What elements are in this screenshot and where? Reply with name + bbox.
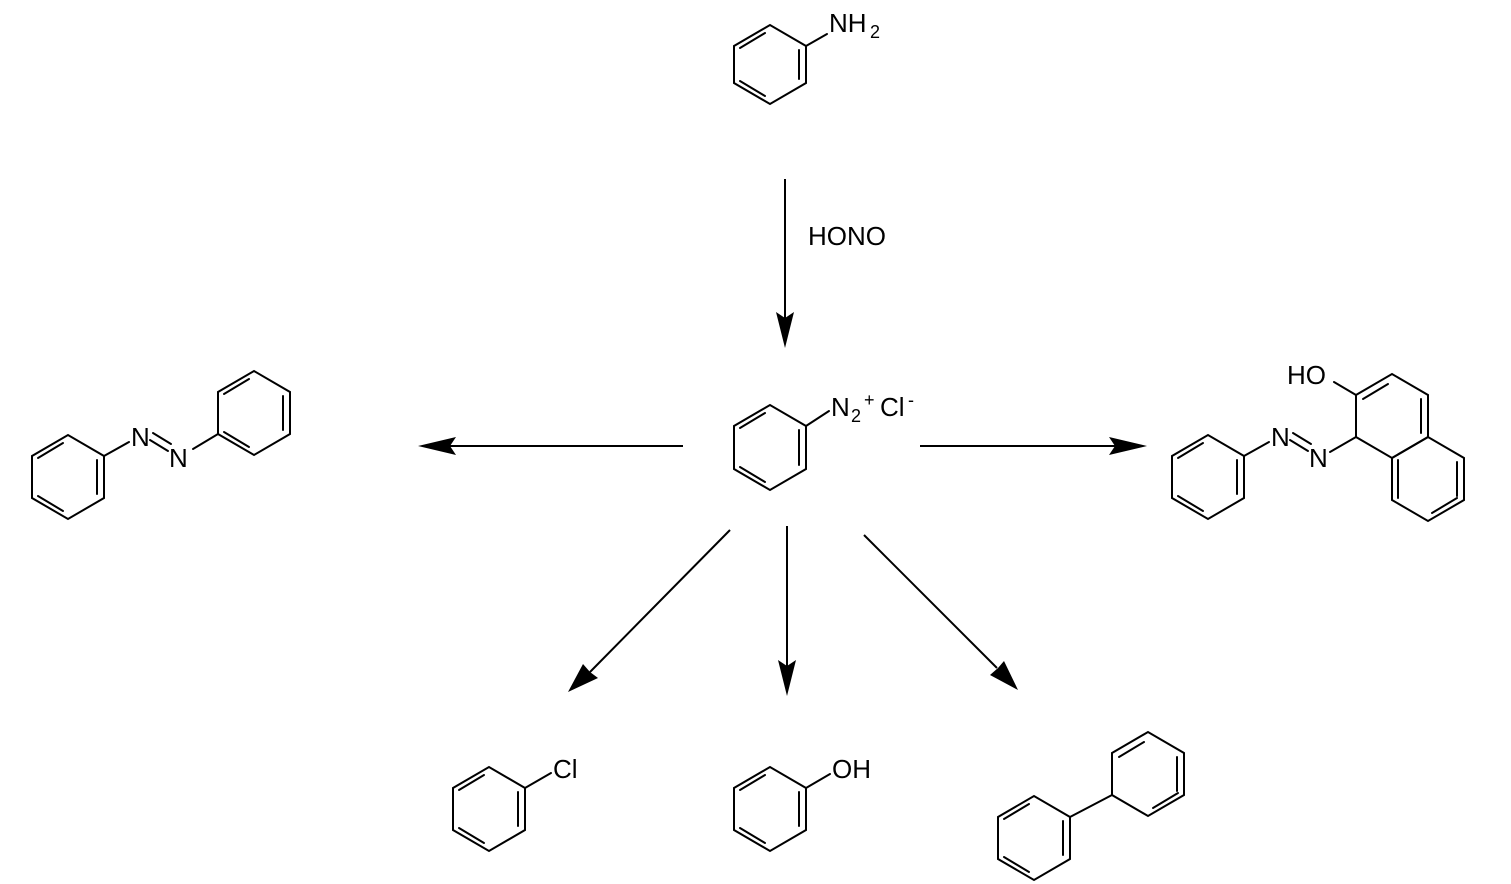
amine-label: NH [829, 8, 867, 38]
chloride-label: Cl [880, 392, 905, 422]
naphthol-azo-n2-label: N [1309, 443, 1328, 473]
azobenzene-molecule: N N [31, 369, 291, 521]
chlorobenzene-molecule: Cl [452, 754, 578, 853]
arrow-to-biphenyl [863, 534, 1018, 690]
arrow-to-chlorobenzene [568, 529, 731, 692]
biphenyl-molecule [997, 730, 1185, 882]
arrow-to-azo-naphthol [920, 437, 1147, 455]
chloro-label: Cl [553, 754, 578, 784]
diazotization-arrow: HONO [776, 179, 886, 348]
diazonium-n-label: N [831, 392, 850, 422]
azo-n1-label: N [131, 422, 150, 452]
diazonium-charge: + [864, 390, 875, 410]
phenol-molecule: OH [733, 754, 871, 853]
chloride-charge: - [908, 390, 914, 410]
azo-naphthol-molecule: N N HO [1171, 360, 1465, 523]
diazonium-salt-molecule: N 2 + Cl - [733, 390, 914, 492]
arrow-to-phenol [778, 526, 796, 696]
naphthol-hydroxyl-label: HO [1287, 360, 1326, 390]
arrow-to-azobenzene [418, 437, 683, 455]
amine-subscript: 2 [870, 22, 880, 42]
hydroxyl-label: OH [832, 754, 871, 784]
azo-n2-label: N [169, 443, 188, 473]
naphthol-azo-n1-label: N [1271, 422, 1290, 452]
diazonium-subscript: 2 [851, 406, 861, 426]
reagent-hono: HONO [808, 221, 886, 251]
aniline-molecule: NH 2 [733, 8, 880, 106]
